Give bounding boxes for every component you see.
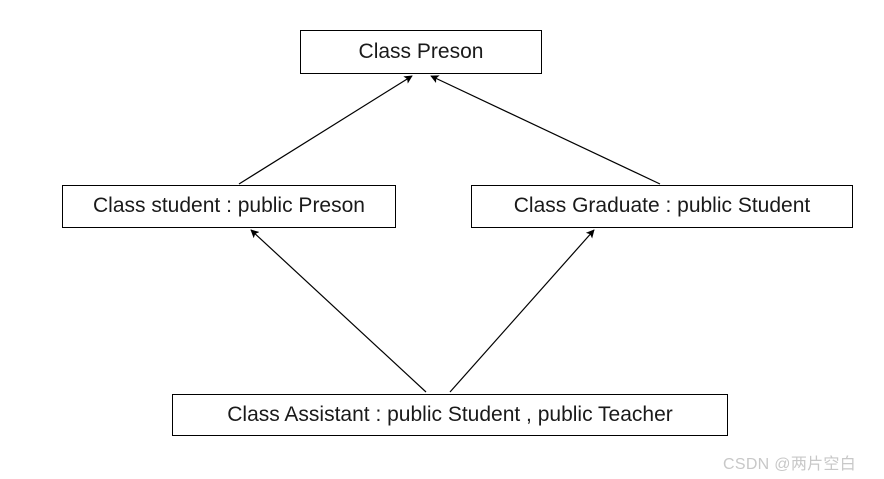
class-box-student[interactable]: Class student : public Preson — [62, 185, 396, 228]
class-box-person[interactable]: Class Preson — [300, 30, 542, 74]
csdn-watermark: CSDN @两片空白 — [723, 456, 857, 473]
edge-assistant-to-graduate — [449, 229, 595, 393]
edge-student-to-person — [238, 75, 413, 185]
edge-assistant-to-student — [250, 229, 427, 393]
class-box-student-label: Class student : public Preson — [93, 194, 365, 217]
class-box-assistant[interactable]: Class Assistant : public Student , publi… — [172, 394, 728, 436]
class-box-person-label: Class Preson — [358, 39, 484, 63]
edge-graduate-to-person — [430, 75, 661, 185]
class-box-assistant-label: Class Assistant : public Student , publi… — [227, 402, 673, 426]
class-box-graduate-label: Class Graduate : public Student — [513, 194, 811, 217]
class-box-graduate[interactable]: Class Graduate : public Student — [471, 185, 853, 228]
